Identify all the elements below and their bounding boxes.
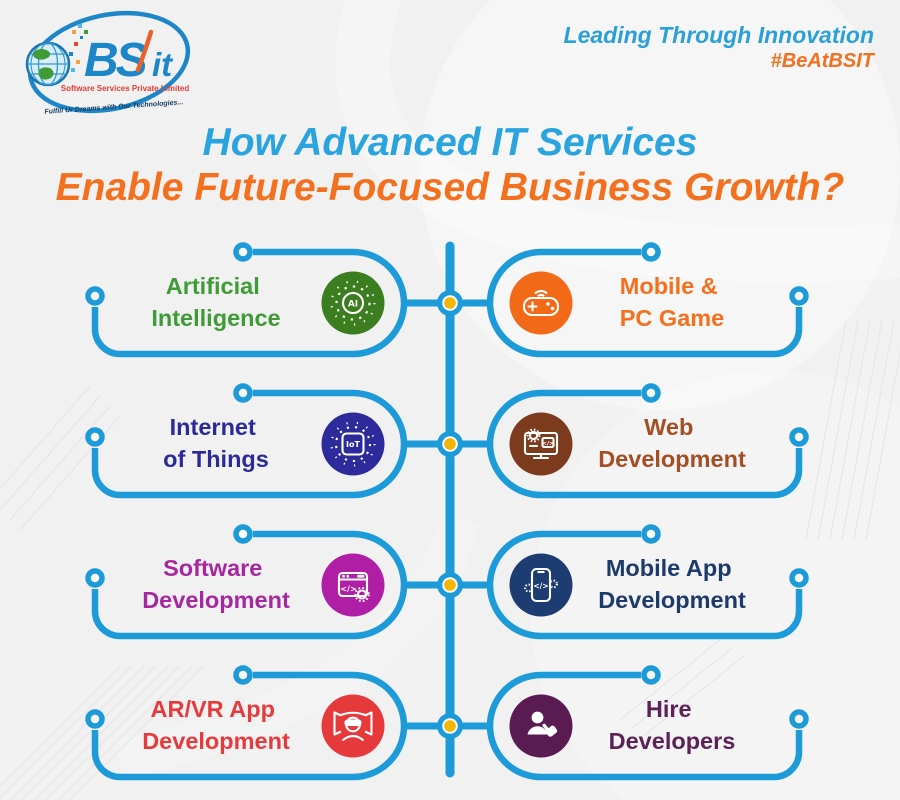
code-window-gear-icon: [321, 553, 385, 617]
endpoint-dot: [641, 665, 661, 685]
brand-slogan: Leading Through Innovation: [563, 22, 874, 48]
connector-loop: [91, 248, 408, 358]
endpoint-dot: [789, 709, 809, 729]
hire-developer-glyph: [527, 711, 558, 737]
iot-chip-icon: [321, 412, 385, 476]
svg-text:IoT: IoT: [346, 440, 360, 449]
endpoint-dot: [789, 568, 809, 588]
endpoint-dot: [233, 665, 253, 685]
logo-text-it: it: [152, 46, 174, 83]
bsit-logo: BS it Software Services Private Limited …: [12, 2, 202, 127]
endpoint-dot: [641, 383, 661, 403]
brand-hashtag: #BeAtBSIT: [770, 50, 874, 73]
service-label: AR/VR App Development: [142, 696, 290, 754]
connector-loop: [486, 389, 803, 499]
endpoint-dot: [233, 242, 253, 262]
endpoint-dot: [85, 568, 105, 588]
logo-pixel-mosaic: [69, 24, 88, 72]
iot-chip-glyph: IoT: [330, 421, 376, 467]
gamepad-glyph: [522, 289, 560, 317]
service-label: Software Development: [142, 555, 290, 613]
ai-chip-icon: [321, 271, 385, 335]
endpoint-dot: [85, 427, 105, 447]
service-label: Internet of Things: [163, 414, 269, 472]
logo-subtitle: Software Services Private Limited: [61, 84, 190, 93]
hire-developer-icon: [509, 694, 573, 758]
service-label: Artificial Intelligence: [151, 273, 280, 331]
service-item-mobile-app-development: </> Mobile App Development: [451, 524, 809, 640]
gamepad-icon: [509, 271, 573, 335]
service-label: Mobile App Development: [598, 555, 746, 613]
service-item-web-development: </> Web Development: [451, 383, 809, 499]
connector-loop: [486, 248, 803, 358]
hairline-fan-top-right: [619, 639, 745, 737]
endpoint-dot: [233, 383, 253, 403]
brand-slogan-block: Leading Through Innovation #BeAtBSIT: [564, 22, 874, 73]
ai-chip-glyph: AI: [330, 280, 376, 326]
service-item-ar-vr-app-development: AR/VR App Development: [85, 665, 449, 781]
endpoint-dot: [85, 286, 105, 306]
svg-text:</>: </>: [340, 585, 356, 594]
endpoint-dot: [641, 242, 661, 262]
service-label: Hire Developers: [609, 696, 736, 754]
connector-loop: [91, 389, 408, 499]
mobile-code-glyph: </>: [524, 567, 558, 603]
timeline-node-row1: [437, 290, 463, 316]
service-label: Web Development: [598, 414, 746, 472]
service-item-mobile-pc-game: Mobile & PC Game: [451, 242, 809, 358]
endpoint-dot: [789, 286, 809, 306]
connector-loop: [91, 530, 408, 640]
bsit-logo-graphic: BS it Software Services Private Limited …: [25, 10, 191, 116]
svg-text:</>: </>: [533, 582, 548, 591]
title-line-1: How Advanced IT Services: [202, 121, 698, 164]
svg-text:AI: AI: [348, 300, 358, 310]
endpoint-dot: [233, 524, 253, 544]
title-line-2: Enable Future-Focused Business Growth?: [55, 166, 845, 209]
svg-text:</>: </>: [542, 441, 554, 447]
timeline-node-row3: [437, 572, 463, 598]
vr-headset-glyph: [333, 711, 373, 742]
code-window-gear-glyph: </>: [337, 571, 370, 603]
web-monitor-icon: [509, 412, 573, 476]
logo-slash: [135, 29, 154, 73]
hairline-fan-right: [805, 319, 900, 541]
service-label: Mobile & PC Game: [620, 273, 725, 331]
mobile-code-icon: [509, 553, 573, 617]
service-item-internet-of-things: IoT Internet of Things: [85, 383, 449, 499]
endpoint-dot: [789, 427, 809, 447]
web-monitor-glyph: </>: [523, 428, 559, 460]
service-item-hire-developers: Hire Developers: [451, 665, 809, 781]
timeline-node-row4: [437, 713, 463, 739]
logo-globe-icon: [25, 41, 71, 87]
connector-loop: [486, 671, 803, 781]
logo-swoosh: [27, 10, 191, 114]
infographic-title: How Advanced IT Services Enable Future-F…: [0, 120, 900, 211]
endpoint-dot: [85, 709, 105, 729]
timeline-node-row2: [437, 431, 463, 457]
service-item-artificial-intelligence: AI Artificial Intelligence: [85, 242, 449, 358]
endpoint-dot: [641, 524, 661, 544]
service-item-software-development: </> Software Development: [85, 524, 449, 640]
connector-loop: [486, 530, 803, 640]
connector-loop: [91, 671, 408, 781]
